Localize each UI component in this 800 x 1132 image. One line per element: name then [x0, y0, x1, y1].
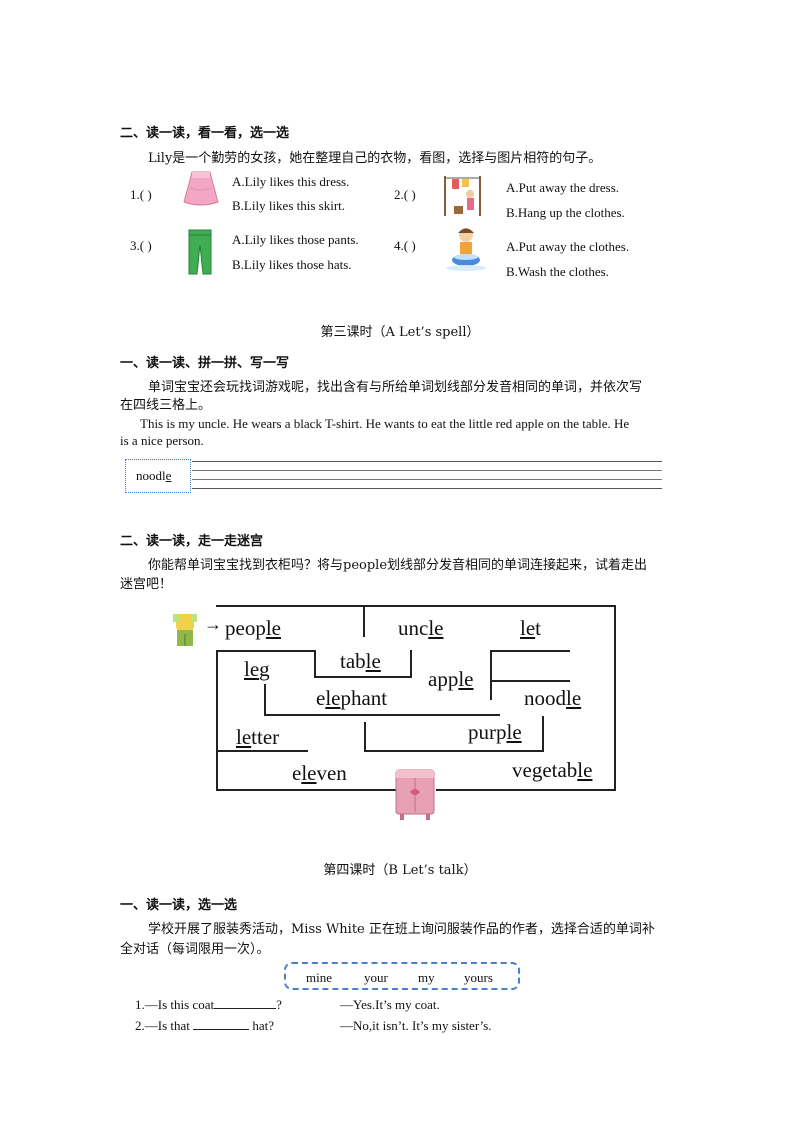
question-number: 2.( ) [394, 187, 416, 202]
maze-word[interactable]: table [340, 649, 381, 673]
option-a: A.Put away the clothes. [506, 239, 630, 254]
instruction-line: 迷宫吧！ [120, 577, 173, 592]
clothesline-icon [444, 176, 481, 216]
start-arrow: → [204, 614, 222, 634]
maze-word[interactable]: uncle [398, 616, 444, 640]
word-bank-item: yours [464, 970, 493, 985]
passage-line: This is my uncle. He wears a black T-shi… [140, 416, 630, 431]
word-bank-item: your [364, 970, 388, 985]
option-b: B.Wash the clothes. [506, 264, 609, 279]
maze-word[interactable]: eleven [292, 761, 347, 785]
dialogue-question: 2.—Is that hat? [135, 1018, 275, 1033]
sample-word-box: noodle [125, 459, 191, 493]
instruction-line: 学校开展了服装秀活动，Miss White 正在班上询问服装作品的作者，选择合适… [148, 922, 655, 937]
washing-girl-icon [446, 228, 486, 271]
question-number: 3.( ) [130, 238, 152, 253]
section-heading: 一、读一读、拼一拼、写一写 [120, 356, 290, 371]
wardrobe-icon [395, 769, 435, 820]
instruction-line: 在四线三格上。 [120, 398, 212, 413]
word-bank: mine your my yours [284, 962, 520, 990]
section-heading: 二、读一读，走一走迷宫 [120, 534, 264, 549]
sample-word: noodle [136, 468, 172, 483]
answer-blank[interactable] [214, 1008, 277, 1009]
skirt-icon [183, 171, 219, 206]
dialogue-answer: —Yes.It’s my coat. [340, 997, 440, 1012]
option-a: A.Lily likes this dress. [232, 174, 350, 189]
instruction-line: 你能帮单词宝宝找到衣柜吗？将与people划线部分发音相同的单词连接起来，试着走… [148, 558, 648, 573]
maze: → people uncle let leg table apple eleph… [160, 600, 640, 825]
word-bank-item: my [418, 970, 435, 985]
maze-word[interactable]: noodle [524, 686, 582, 710]
lesson-title: 第四课时（B Let’s talk） [323, 863, 477, 878]
dialogue-answer: —No,it isn’t. It’s my sister’s. [340, 1018, 492, 1033]
section-heading: 二、读一读，看一看，选一选 [120, 126, 290, 141]
option-a: A.Lily likes those pants. [232, 232, 359, 247]
section-intro: Lily是一个勤劳的女孩，她在整理自己的衣物，看图，选择与图片相符的句子。 [148, 151, 602, 166]
option-b: B.Lily likes this skirt. [232, 198, 346, 213]
maze-word[interactable]: leg [244, 657, 270, 681]
dialogue-question: 1.—Is this coat? [135, 997, 282, 1012]
option-b: B.Lily likes those hats. [232, 257, 352, 272]
passage-line: is a nice person. [120, 433, 204, 448]
maze-word[interactable]: purple [468, 720, 522, 744]
maze-word[interactable]: let [520, 616, 541, 640]
instruction-line: 单词宝宝还会玩找词游戏呢，找出含有与所给单词划线部分发音相同的单词，并依次写 [148, 380, 643, 395]
four-line-writing-area[interactable] [192, 461, 662, 491]
maze-word[interactable]: letter [236, 725, 280, 749]
section-heading: 一、读一读，选一选 [120, 898, 238, 913]
question-number: 1.( ) [130, 187, 152, 202]
instruction-line: 全对话（每词限用一次）。 [120, 942, 270, 957]
option-b: B.Hang up the clothes. [506, 205, 625, 220]
pants-icon [188, 229, 212, 275]
question-number: 4.( ) [394, 238, 416, 253]
option-a: A.Put away the dress. [506, 180, 620, 195]
maze-word[interactable]: apple [428, 667, 474, 691]
lesson-title: 第三课时（A Let’s spell） [320, 325, 480, 340]
word-bank-item: mine [306, 970, 332, 985]
maze-word[interactable]: elephant [316, 686, 388, 710]
maze-word[interactable]: vegetable [512, 758, 593, 782]
answer-blank[interactable] [193, 1029, 250, 1030]
word-baby-icon [173, 614, 197, 646]
maze-word[interactable]: people [225, 616, 281, 640]
